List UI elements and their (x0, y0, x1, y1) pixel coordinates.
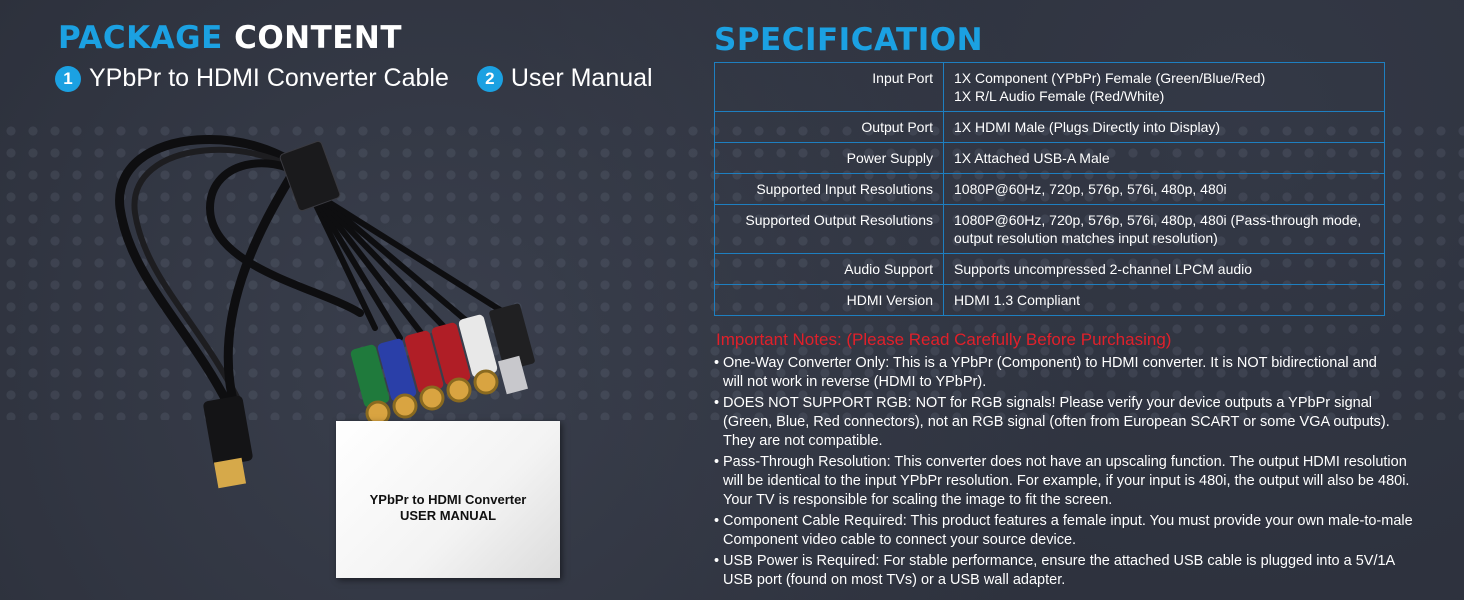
spec-value-line: 1080P@60Hz, 720p, 576p, 576i, 480p, 480i (954, 181, 1227, 197)
spec-value-line: 1X Component (YPbPr) Female (Green/Blue/… (954, 70, 1266, 86)
note-line: DOES NOT SUPPORT RGB: NOT for RGB signal… (723, 395, 1372, 411)
note-text: Pass-Through Resolution: This converter … (723, 453, 1409, 510)
bullet-icon: • (714, 454, 720, 470)
note-text: USB Power is Required: For stable perfor… (723, 552, 1395, 590)
note-text: DOES NOT SUPPORT RGB: NOT for RGB signal… (723, 394, 1390, 451)
bullet-icon: • (714, 513, 720, 529)
user-manual-booklet: YPbPr to HDMI Converter USER MANUAL (336, 421, 560, 578)
spec-value: 1X Component (YPbPr) Female (Green/Blue/… (943, 62, 1385, 112)
number-badge: 2 (476, 65, 503, 92)
spec-value: 1X HDMI Male (Plugs Directly into Displa… (943, 111, 1385, 143)
note-text: Component Cable Required: This product f… (723, 512, 1413, 550)
spec-value: 1080P@60Hz, 720p, 576p, 576i, 480p, 480i… (943, 204, 1385, 254)
spec-row: Input Port 1X Component (YPbPr) Female (G… (714, 62, 1385, 112)
note-line: One-Way Converter Only: This is a YPbPr … (723, 355, 1377, 371)
package-section: PACKAGE CONTENT 1 YPbPr to HDMI Converte… (0, 0, 700, 600)
note-line: will be identical to the input YPbPr res… (723, 473, 1410, 489)
spec-value-line: Supports uncompressed 2-channel LPCM aud… (954, 261, 1253, 277)
package-content-title: PACKAGE CONTENT (58, 20, 403, 56)
note-line: Component Cable Required: This product f… (723, 513, 1413, 529)
spec-key: Power Supply (714, 142, 944, 174)
spec-row: Supported Input Resolutions 1080P@60Hz, 7… (714, 173, 1385, 205)
spec-row: Power Supply 1X Attached USB-A Male (714, 142, 1385, 174)
note-item: •One-Way Converter Only: This is a YPbPr… (714, 354, 1460, 392)
notes-title: Important Notes: (Please Read Carefully … (716, 330, 1172, 349)
spec-value: 1X Attached USB-A Male (943, 142, 1385, 174)
note-text: One-Way Converter Only: This is a YPbPr … (723, 354, 1377, 392)
spec-key: Audio Support (714, 253, 944, 285)
important-notes: Important Notes: (Please Read Carefully … (714, 330, 1460, 592)
bullet-icon: • (714, 355, 720, 371)
note-line: Component video cable to connect your so… (723, 532, 1077, 548)
note-item: •Component Cable Required: This product … (714, 512, 1460, 550)
spec-row: HDMI Version HDMI 1.3 Compliant (714, 284, 1385, 316)
note-line: will not work in reverse (HDMI to YPbPr)… (723, 374, 987, 390)
spec-key: Supported Input Resolutions (714, 173, 944, 205)
manual-title-line1: YPbPr to HDMI Converter (369, 491, 527, 507)
note-line: They are not compatible. (723, 433, 883, 449)
bullet-icon: • (714, 553, 720, 569)
package-item-label: YPbPr to HDMI Converter Cable (89, 64, 449, 92)
spec-value-line: 1X R/L Audio Female (Red/White) (954, 88, 1165, 104)
spec-value: HDMI 1.3 Compliant (943, 284, 1385, 316)
package-item: 2 User Manual (476, 64, 653, 93)
bullet-icon: • (714, 395, 720, 411)
spec-value-line: 1X HDMI Male (Plugs Directly into Displa… (954, 119, 1221, 135)
spec-key: Input Port (714, 62, 944, 112)
specification-table: Input Port 1X Component (YPbPr) Female (G… (714, 62, 1385, 316)
note-item: •Pass-Through Resolution: This converter… (714, 453, 1460, 510)
specification-title: SPECIFICATION (714, 22, 984, 58)
note-item: •USB Power is Required: For stable perfo… (714, 552, 1460, 590)
note-line: Pass-Through Resolution: This converter … (723, 454, 1407, 470)
notes-list: •One-Way Converter Only: This is a YPbPr… (714, 354, 1460, 590)
note-line: USB Power is Required: For stable perfor… (723, 553, 1396, 569)
spec-value-line: output resolution matches input resoluti… (954, 230, 1218, 246)
package-items: 1 YPbPr to HDMI Converter Cable 2 User M… (55, 64, 653, 93)
spec-value-line: HDMI 1.3 Compliant (954, 292, 1081, 308)
converter-cable-image (115, 135, 535, 489)
note-line: Your TV is responsible for scaling the i… (723, 492, 1113, 508)
spec-row: Supported Output Resolutions 1080P@60Hz, … (714, 204, 1385, 254)
spec-key: Supported Output Resolutions (714, 204, 944, 254)
spec-key: Output Port (714, 111, 944, 143)
spec-value-line: 1X Attached USB-A Male (954, 150, 1110, 166)
manual-title-line2: USER MANUAL (399, 507, 497, 523)
spec-row: Audio Support Supports uncompressed 2-cha… (714, 253, 1385, 285)
package-item: 1 YPbPr to HDMI Converter Cable (55, 64, 449, 93)
note-line: USB port (found on most TVs) or a USB wa… (723, 572, 1066, 588)
note-line: (Green, Blue, Red connectors), not an RG… (723, 414, 1390, 430)
spec-row: Output Port 1X HDMI Male (Plugs Directly … (714, 111, 1385, 143)
spec-value: 1080P@60Hz, 720p, 576p, 576i, 480p, 480i (943, 173, 1385, 205)
spec-value-line: 1080P@60Hz, 720p, 576p, 576i, 480p, 480i… (954, 212, 1362, 228)
package-item-label: User Manual (510, 64, 653, 92)
spec-key: HDMI Version (714, 284, 944, 316)
number-badge: 1 (55, 65, 81, 92)
note-item: •DOES NOT SUPPORT RGB: NOT for RGB signa… (714, 394, 1460, 451)
spec-value: Supports uncompressed 2-channel LPCM aud… (943, 253, 1385, 285)
